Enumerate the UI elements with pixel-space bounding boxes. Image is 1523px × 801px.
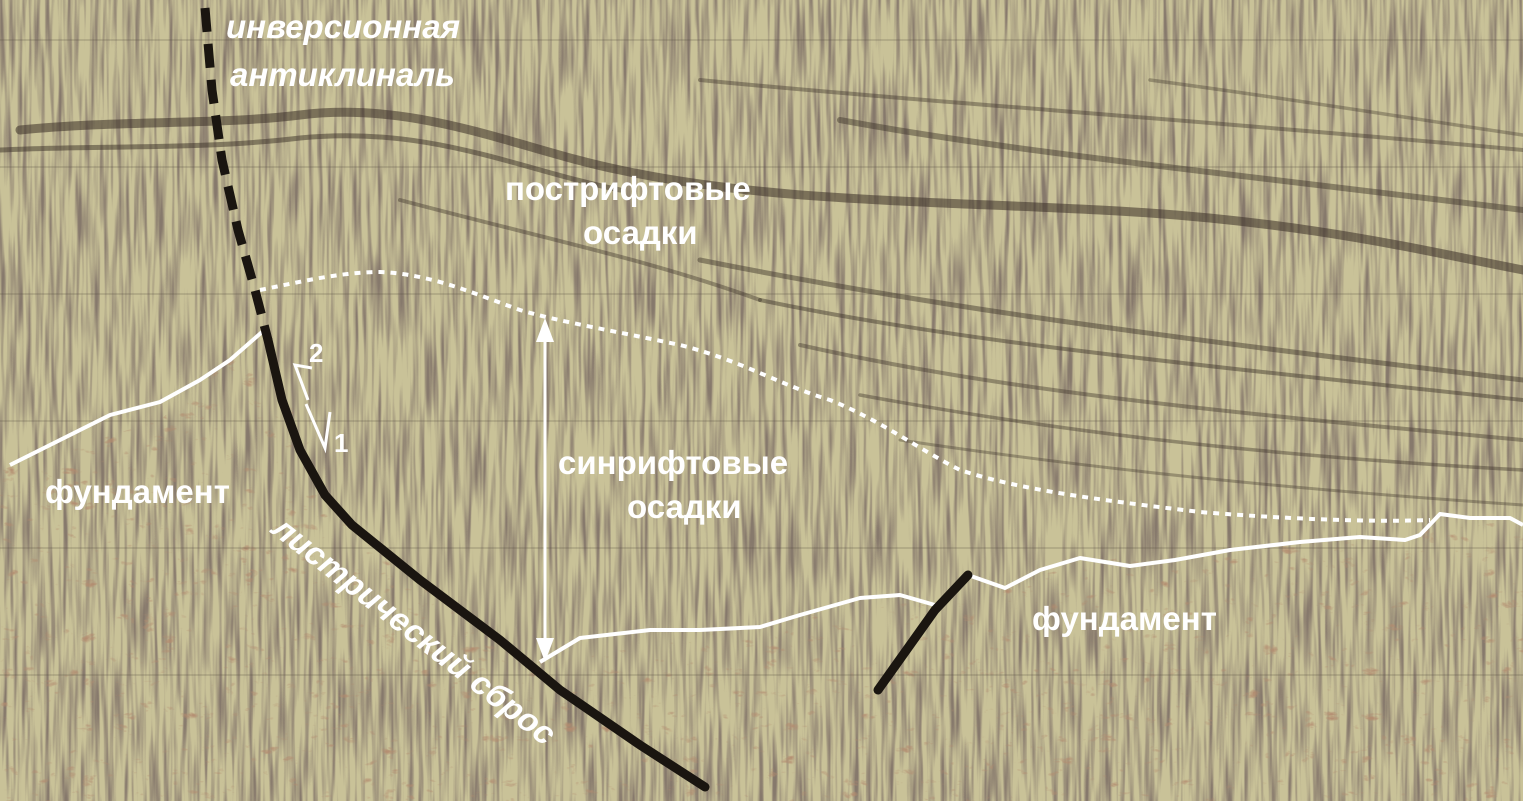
label-synrift-line2: осадки	[627, 488, 742, 525]
label-inversion-line2: антиклиналь	[230, 56, 455, 93]
label-basement-left: фундамент	[45, 473, 230, 510]
label-motion-2: 2	[309, 338, 323, 368]
label-motion-1: 1	[334, 428, 348, 458]
label-synrift-line1: синрифтовые	[558, 444, 788, 481]
label-postrift-line1: пострифтовые	[505, 170, 751, 207]
label-basement-right: фундамент	[1032, 600, 1217, 637]
label-postrift-line2: осадки	[583, 214, 698, 251]
label-inversion-line1: инверсионная	[226, 8, 460, 45]
